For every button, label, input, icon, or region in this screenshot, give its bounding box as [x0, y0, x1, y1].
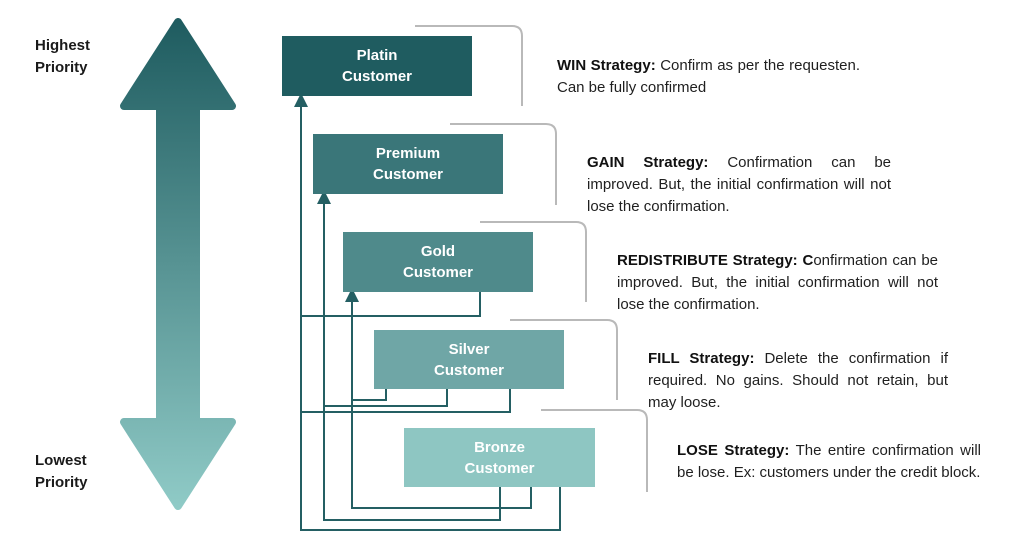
strategy-win: WIN Strategy: Confirm as per the request… — [557, 57, 860, 96]
lowest-priority-label: Lowest Priority — [35, 452, 88, 491]
highest-priority-label: Highest Priority — [35, 37, 91, 76]
tier-box-platin: Platin Customer — [282, 36, 472, 96]
strategy-lose: LOSE Strategy: The entire confirmation w… — [677, 442, 981, 481]
tier-box-bronze: Bronze Customer — [404, 428, 595, 487]
tier-box-gold: Gold Customer — [343, 232, 533, 292]
strategy-redistribute: REDISTRIBUTE Strategy: Confirmation can … — [617, 252, 938, 313]
tier-box-silver: Silver Customer — [374, 330, 564, 389]
tier-box-premium: Premium Customer — [313, 134, 503, 194]
strategy-fill: FILL Strategy: Delete the confirmation i… — [648, 350, 948, 411]
priority-double-arrow — [120, 18, 236, 510]
strategy-gain: GAIN Strategy: Confirmation can be impro… — [587, 154, 892, 215]
